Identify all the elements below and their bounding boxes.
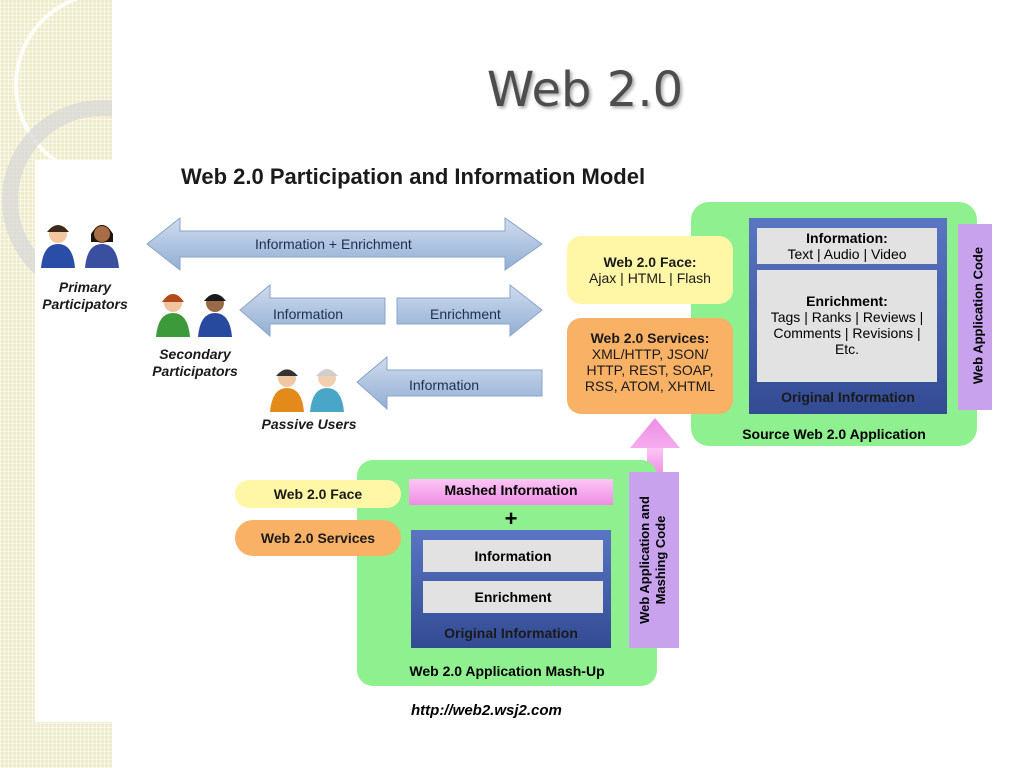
mashup-app-code-bar [629,472,679,648]
source-app-code-label: Web Application Code [970,246,986,385]
primary-participators-label: Primary Participators [42,279,128,312]
source-web20-services-pill: Web 2.0 Services: XML/HTTP, JSON/ HTTP, … [567,318,733,414]
diagram-title: Web 2.0 Participation and Information Mo… [181,164,646,189]
secondary-participators-label: Secondary Participators [152,346,238,379]
source-information-body: Text | Audio | Video [787,246,907,262]
source-services-title: Web 2.0 Services: [590,330,710,346]
source-information-title: Information: [806,230,888,246]
mashup-information-box [423,540,603,572]
source-app-caption: Source Web 2.0 Application [742,426,926,442]
arrow-information-passive-label: Information [409,377,480,393]
source-enrichment-title: Enrichment: [806,293,888,309]
arrow-info-enrichment-label: Information + Enrichment [255,236,412,252]
mashup-mashed-info-box [409,479,613,505]
arrow-information-label: Information [273,306,344,322]
source-information-text: Information: Text | Audio | Video [757,230,937,262]
source-web20-face-pill: Web 2.0 Face: Ajax | HTML | Flash [567,236,733,304]
source-app-code-bar [958,224,992,410]
arrow-enrichment-label: Enrichment [430,306,501,322]
source-enrichment-box [757,270,937,382]
arrow-mashing-up [630,418,680,472]
source-services-body: XML/HTTP, JSON/ HTTP, REST, SOAP, RSS, A… [584,346,716,394]
mashup-mashed-info-label: Mashed Information [444,482,578,498]
source-enrichment-text: Enrichment: Tags | Ranks | Reviews | Com… [761,293,933,357]
mashup-caption: Web 2.0 Application Mash-Up [409,663,605,679]
arrow-info-enrichment [146,216,543,272]
mashup-original-info-label: Original Information [444,625,578,641]
mashup-enrichment-box [423,581,603,613]
mashup-plus-sign: + [504,506,518,531]
source-face-title: Web 2.0 Face: [603,254,697,270]
passive-users-icon [270,369,344,412]
secondary-participators-icon [156,294,232,337]
mashup-information-label: Information [474,548,552,564]
arrow-information-left [239,283,386,338]
source-original-info-label: Original Information [781,389,915,405]
source-url: http://web2.wsj2.com [411,702,562,719]
source-face-body: Ajax | HTML | Flash [589,270,711,286]
slide-title: Web 2.0 [486,62,684,118]
arrow-information-passive [356,355,543,411]
mashup-web20-services-pill: Web 2.0 Services [235,520,401,556]
source-information-box [757,228,937,264]
mashup-app-code-label: Web Application and Mashing Code [637,496,668,624]
mashup-enrichment-label: Enrichment [474,589,552,605]
web2-diagram: Web 2.0 Participation and Information Mo… [35,160,1012,722]
arrow-enrichment-right [396,283,543,338]
primary-participators-icon [41,225,119,268]
diagram-shapes [41,202,992,686]
mashup-web20-face-pill: Web 2.0 Face [235,480,401,508]
source-enrichment-body: Tags | Ranks | Reviews | Comments | Revi… [770,309,924,357]
passive-users-label: Passive Users [261,416,357,432]
